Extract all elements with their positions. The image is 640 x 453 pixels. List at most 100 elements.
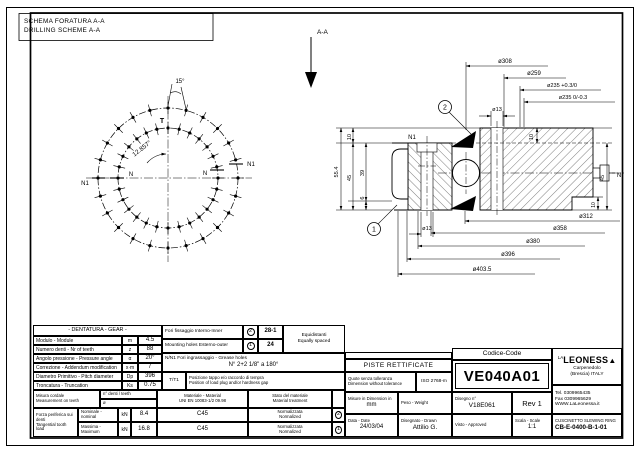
- balloon-1-number: 1: [372, 227, 376, 234]
- plug-row-text: Posizione tappo e/o raccordo di tempra P…: [186, 372, 345, 390]
- gear-row-label: Modulo - Module: [33, 336, 122, 345]
- gear-row-symbol: m: [122, 336, 138, 345]
- holes-outer-label: Mounting holes Esterno-outer: [162, 339, 243, 353]
- grease-n1-left-label: N1: [81, 181, 89, 187]
- date-cell: Data - Date 24/03/04: [345, 414, 398, 437]
- bolt-hole-ticks: [92, 102, 244, 254]
- material-row-treatment: Normalizzata Normalized: [248, 408, 332, 422]
- gear-row-symbol: Ks: [122, 381, 138, 390]
- holes-outer-count: 24: [258, 339, 283, 353]
- gear-row-label: Diametro Primitivo - Pitch diameter: [33, 372, 122, 381]
- angle-inner-label: 12.857°: [131, 138, 153, 158]
- holes-spacing: Equidistanti Equally spaced: [283, 325, 345, 353]
- balloon-2-icon: 2: [335, 411, 342, 419]
- revision-strip: [345, 352, 452, 359]
- gear-row-value: 4.5: [138, 336, 162, 345]
- grease-hole-marks: [92, 163, 243, 179]
- dim-right-bottom-10: 10: [591, 202, 597, 208]
- ground-races-label: PISTE RETTIFICATE: [345, 359, 452, 372]
- dim-380: ø380: [526, 239, 540, 245]
- inner-pitch-angle: 12.857°: [131, 138, 167, 164]
- revision-cell: Rev 1: [512, 392, 552, 414]
- dim-total-height: 55.4: [334, 167, 340, 178]
- holes-outer-balloon: 1: [243, 339, 258, 353]
- load-nominal-value: 8.4: [131, 408, 157, 422]
- left-dimensions: [336, 127, 480, 211]
- load-max-label: Massima - Maximum: [78, 422, 118, 437]
- gear-row-value: 396: [138, 372, 162, 381]
- bottom-dimensions: [397, 211, 620, 277]
- right-dimensions: [452, 127, 612, 211]
- tolerance-standard: ISO 2768-m: [416, 372, 452, 392]
- raceway-arrow-top: [451, 131, 476, 148]
- load-max-value: 16.8: [131, 422, 157, 437]
- balloon-2-icon: 2: [246, 328, 255, 336]
- company-block: LALEONESS▲ Carpenedolo (Brescia) ITALY: [552, 348, 622, 385]
- gear-row-label: Correzione - Addendum modification: [33, 363, 122, 372]
- top-dimensions: [465, 62, 615, 130]
- scheme-title-line1: SCHEMA FORATURA A-A: [24, 18, 105, 25]
- gear-tooth-profile: [391, 148, 409, 200]
- units-cell: Misure in Dimension in mm: [345, 392, 398, 414]
- gear-row-value: 88: [138, 345, 162, 354]
- drilling-scheme-title: SCHEMA FORATURA A-A DRILLING SCHEME A-A: [18, 13, 214, 41]
- dim-259: ø259: [527, 71, 541, 77]
- scheme-title-line2: DRILLING SCHEME A-A: [24, 27, 101, 34]
- gear-row-label: Angolo pressione - Pressure angle: [33, 354, 122, 363]
- load-nominal-label: Nominale - nominal: [78, 408, 118, 422]
- dim-left-6: 6: [360, 196, 366, 199]
- bearing-code: VE040A01: [455, 363, 549, 389]
- section-arrowhead: [305, 72, 317, 88]
- drilling-scheme-view: 15° 12.857° T N1 N N N1: [81, 79, 255, 262]
- dim-235-plus: ø235 +0.3/0: [547, 83, 577, 89]
- material-header-right: Stato del materiale Material treatment: [248, 390, 332, 408]
- tooth-load-label: Forza periferica sui denti Tangential to…: [33, 408, 78, 437]
- balloon-1-icon: 1: [246, 342, 255, 350]
- material-row-material: C45: [157, 422, 248, 437]
- section-view-label: A-A: [317, 29, 329, 36]
- gear-row-value: 0.75: [138, 381, 162, 390]
- balloon-1: 1: [367, 204, 398, 236]
- gear-row-value: /: [138, 363, 162, 372]
- dim-left-10: 10: [347, 134, 353, 140]
- grease-n1-right-label: N1: [247, 162, 255, 168]
- balloon-2-number: 2: [443, 105, 447, 112]
- gear-row-label: Troncatura - Truncation: [33, 381, 122, 390]
- dim-left-45: 45: [347, 175, 353, 181]
- outer-ring-section: [391, 136, 453, 216]
- code-label: Codice-Code: [452, 348, 552, 360]
- chordal-label: Misura cordale Measurement on teeth: [33, 390, 100, 408]
- dim-left-39: 39: [360, 170, 366, 176]
- material-row-material: C45: [157, 408, 248, 422]
- section-n1-label: N1: [408, 135, 416, 141]
- chordal-row2: ø: [100, 399, 157, 408]
- company-logo: LALEONESS▲: [557, 355, 617, 366]
- dim-396: ø396: [501, 252, 515, 258]
- sheet-frame: [6, 7, 634, 446]
- dim-358: ø358: [553, 226, 567, 232]
- section-view: N1 N: [334, 59, 624, 277]
- gear-row-label: Numero denti - Nr of teeth: [33, 345, 122, 354]
- material-header-left: Materiale - Material UNI EN 10083-1/2 09…: [157, 390, 248, 408]
- gear-row-value: 20°: [138, 354, 162, 363]
- drawing-number-cell: Disegno n° V18E061: [452, 392, 512, 414]
- dim-308: ø308: [498, 59, 512, 65]
- drawn-cell: Disegnato - Drawn Attilio G.: [398, 414, 452, 437]
- dim-right-45: 45: [600, 175, 606, 181]
- grease-n-right-label: N: [203, 171, 207, 177]
- code-box: VE040A01: [452, 360, 552, 392]
- balloon-1-icon: 1: [335, 425, 342, 434]
- grease-n-left-label: N: [129, 172, 133, 178]
- gear-row-symbol: x·m: [122, 363, 138, 372]
- angle-outer-label: 15°: [175, 79, 185, 85]
- outer-pitch-angle: 15°: [167, 79, 187, 110]
- gear-table-title: - DENTATURA - GEAR -: [33, 325, 162, 336]
- material-row-balloon: 2: [332, 408, 345, 422]
- holes-inner-label: Fori fissaggio Interno-Inner: [162, 325, 243, 339]
- raceway-arrow-bottom: [450, 196, 476, 211]
- holes-inner-balloon: 2: [243, 325, 258, 339]
- dim-235-minus: ø235 0/-0.3: [559, 95, 588, 101]
- logo-triangle-icon: ▲: [608, 356, 617, 365]
